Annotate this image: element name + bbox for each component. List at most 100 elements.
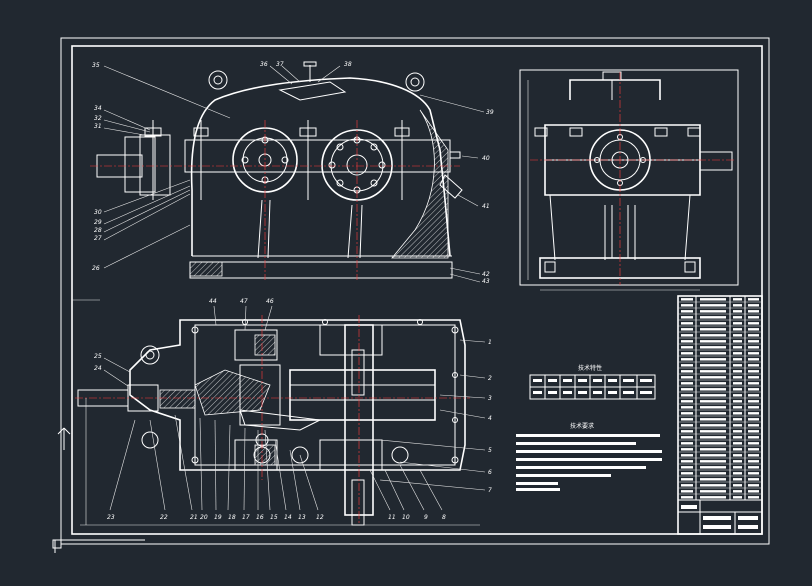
parts-list-cell-mark <box>700 484 726 487</box>
parts-list-cell-mark <box>681 340 693 343</box>
label-19: 19 <box>214 514 222 521</box>
parts-list-cell-mark <box>681 430 693 433</box>
parts-list-cell-mark <box>700 364 726 367</box>
label-43: 43 <box>482 278 490 285</box>
label-35: 35 <box>92 62 100 69</box>
parts-list-cell-mark <box>733 478 742 481</box>
label-30: 30 <box>94 209 102 216</box>
req-line-6 <box>516 474 611 477</box>
parts-list-cell-mark <box>733 304 742 307</box>
parts-list-cell-mark <box>700 316 726 319</box>
parts-list-cell-mark <box>748 304 759 307</box>
parts-list-cell-mark <box>733 472 742 475</box>
label-6: 6 <box>488 469 492 476</box>
parts-list-cell-mark <box>733 400 742 403</box>
parts-list <box>677 295 763 535</box>
parts-list-cell-mark <box>700 400 726 403</box>
parts-list-cell-mark <box>700 412 726 415</box>
label-40: 40 <box>482 155 490 162</box>
req-line-5 <box>516 466 646 469</box>
parts-list-cell-mark <box>733 358 742 361</box>
parts-list-cell-mark <box>681 436 693 439</box>
parts-list-cell-mark <box>681 418 693 421</box>
parts-list-cell-mark <box>733 424 742 427</box>
label-2: 2 <box>488 375 492 382</box>
parts-list-cell-mark <box>733 376 742 379</box>
req-line-1 <box>516 434 660 437</box>
parts-list-cell-mark <box>748 406 759 409</box>
parts-list-cell-mark <box>700 430 726 433</box>
parts-list-cell-mark <box>681 496 693 499</box>
parts-list-cell-mark <box>748 466 759 469</box>
parts-list-cell-mark <box>733 388 742 391</box>
parts-list-cell-mark <box>748 322 759 325</box>
parts-list-cell-mark <box>700 388 726 391</box>
parts-list-cell-mark <box>681 322 693 325</box>
parts-list-cell-mark <box>681 346 693 349</box>
parts-list-cell-mark <box>681 406 693 409</box>
parts-list-cell-mark <box>748 472 759 475</box>
plan-view-labels: 44 47 46 1 2 3 4 5 6 7 25 24 23 22 21 20… <box>94 298 492 521</box>
parts-list-cell-mark <box>733 316 742 319</box>
parts-list-cell-mark <box>681 472 693 475</box>
plan-view <box>75 315 480 526</box>
label-32: 32 <box>94 115 102 122</box>
tech-requirements: 技术要求 <box>516 422 662 491</box>
label-25: 25 <box>94 353 102 360</box>
label-29: 29 <box>94 219 102 226</box>
side-view-frame <box>519 69 739 286</box>
parts-list-cell-mark <box>681 478 693 481</box>
label-24: 24 <box>94 365 102 372</box>
parts-list-cell-mark <box>748 382 759 385</box>
parts-list-cell-mark <box>681 316 693 319</box>
label-47: 47 <box>240 298 248 305</box>
label-4: 4 <box>488 415 492 422</box>
parts-list-cell-mark <box>748 454 759 457</box>
parts-list-cell-mark <box>700 454 726 457</box>
parts-list-cell-mark <box>748 400 759 403</box>
parts-list-cell-mark <box>748 364 759 367</box>
label-20: 20 <box>200 514 208 521</box>
label-8: 8 <box>442 514 446 521</box>
parts-list-cell-mark <box>733 496 742 499</box>
parts-list-cell-mark <box>733 436 742 439</box>
parts-list-cell-mark <box>681 448 693 451</box>
outer-frame <box>60 37 770 545</box>
label-42: 42 <box>482 271 490 278</box>
parts-list-cell-mark <box>748 478 759 481</box>
parts-list-cell-mark <box>700 478 726 481</box>
parts-list-cell-mark <box>733 352 742 355</box>
parts-list-cell-mark <box>681 490 693 493</box>
parts-list-cell-mark <box>748 394 759 397</box>
parts-list-cell-mark <box>681 352 693 355</box>
parts-list-cell-mark <box>733 418 742 421</box>
parts-list-cell-mark <box>700 352 726 355</box>
parts-list-cell-mark <box>681 484 693 487</box>
parts-list-cell-mark <box>700 298 726 301</box>
label-34: 34 <box>94 105 102 112</box>
parts-list-cell-mark <box>748 310 759 313</box>
parts-list-cell-mark <box>700 490 726 493</box>
parts-list-cell-mark <box>733 412 742 415</box>
label-36: 36 <box>260 61 268 68</box>
parts-list-cell-mark <box>733 442 742 445</box>
parts-list-cell-mark <box>681 370 693 373</box>
parts-list-cell-mark <box>733 460 742 463</box>
parts-list-cell-mark <box>681 328 693 331</box>
parting-flange <box>184 139 451 173</box>
parts-list-cell-mark <box>748 490 759 493</box>
req-line-7 <box>516 482 558 485</box>
parts-list-cell-mark <box>700 472 726 475</box>
parts-list-cell-mark <box>700 346 726 349</box>
label-18: 18 <box>228 514 236 521</box>
req-line-8 <box>516 488 560 491</box>
parts-list-cell-mark <box>748 448 759 451</box>
label-46: 46 <box>266 298 274 305</box>
label-44: 44 <box>209 298 217 305</box>
label-22: 22 <box>160 514 168 521</box>
parts-list-cell-mark <box>700 310 726 313</box>
parts-list-cell-mark <box>700 328 726 331</box>
parts-list-cell-mark <box>733 394 742 397</box>
parts-list-cell-mark <box>681 466 693 469</box>
parts-list-cell-mark <box>733 382 742 385</box>
